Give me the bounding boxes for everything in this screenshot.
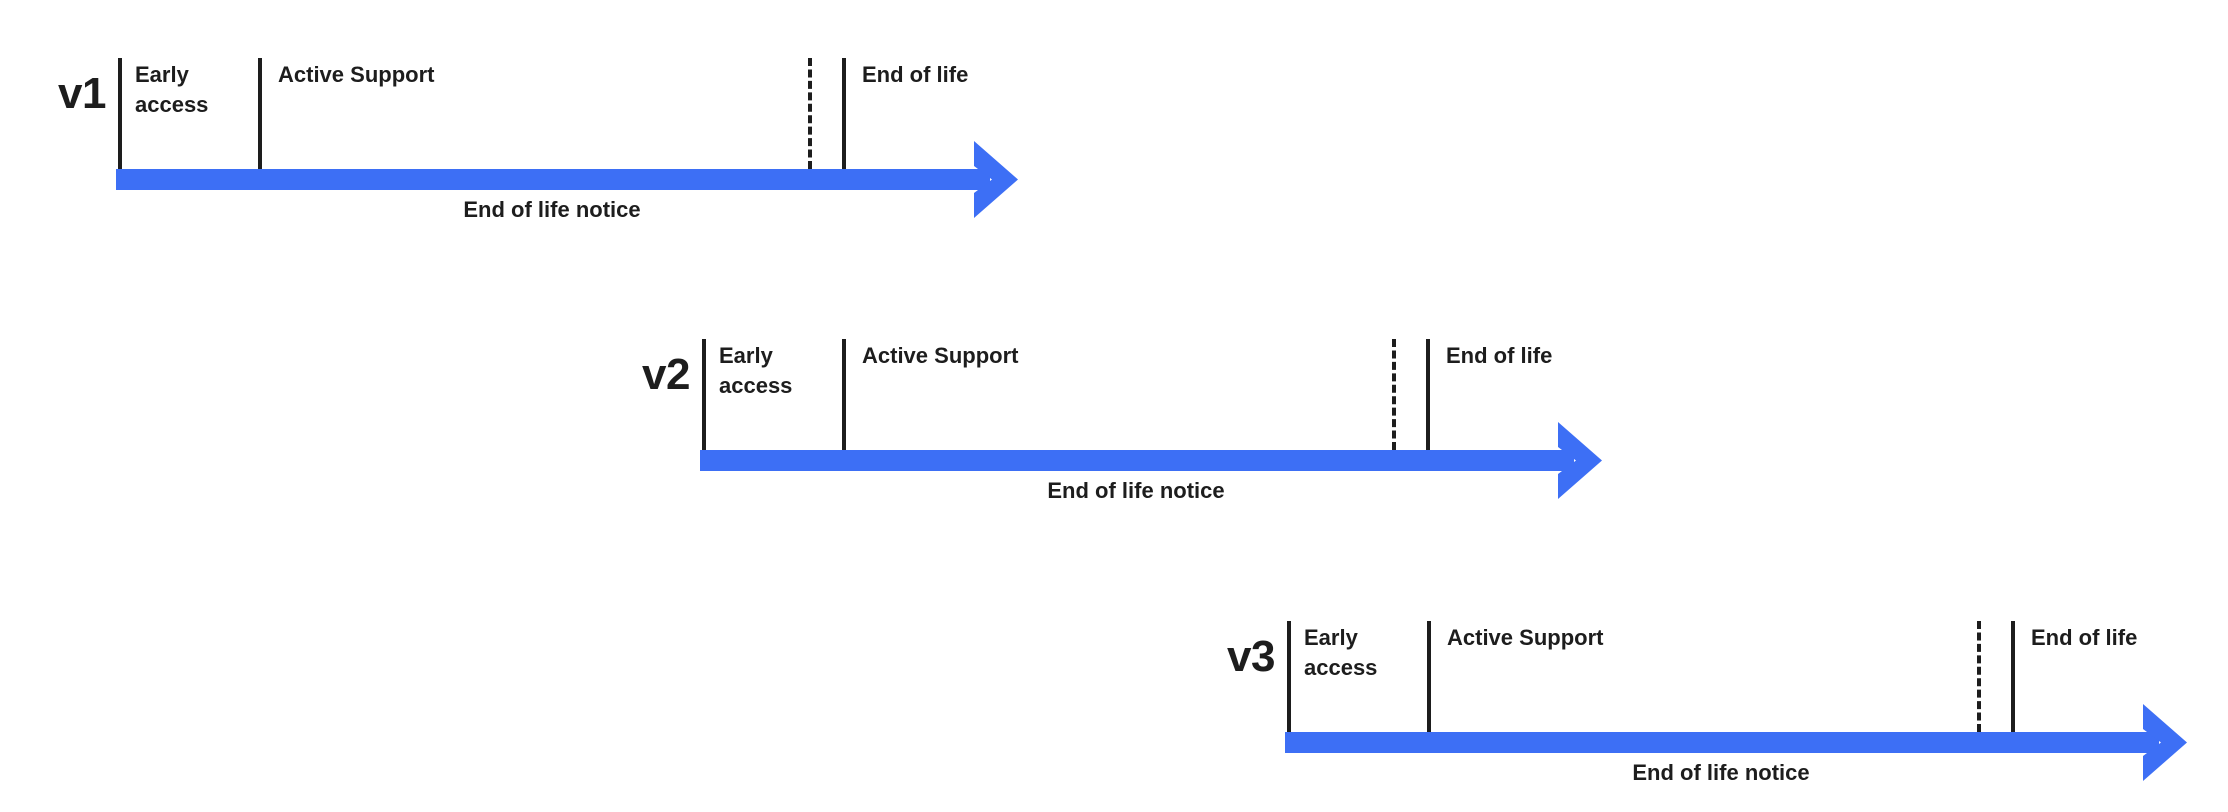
tick-end-of-life-notice-dashed (1977, 621, 1981, 732)
end-of-life-notice-label: End of life notice (463, 197, 641, 222)
lifecycle-arrow-track (1285, 732, 2159, 753)
tick-end-of-life-start (2011, 621, 2015, 732)
timeline-row-v1: v1 Early access Active Support End of li… (32, 20, 1132, 270)
tick-early-access-start (1287, 621, 1291, 732)
lifecycle-arrow-head-icon (970, 141, 1018, 218)
tick-end-of-life-notice-dashed (1392, 339, 1396, 450)
phase-label-active-support: Active Support (278, 62, 435, 87)
lifecycle-arrow-head-icon (1554, 422, 1602, 499)
version-label-v1: v1 (58, 69, 106, 118)
lifecycle-arrow-track (700, 450, 1574, 471)
version-label-v3: v3 (1227, 632, 1275, 681)
phase-label-end-of-life: End of life (1446, 343, 1553, 368)
phase-label-early-access: Early access (719, 343, 793, 398)
tick-end-of-life-notice-dashed (808, 58, 812, 169)
phase-label-end-of-life: End of life (862, 62, 969, 87)
tick-active-support-start (842, 339, 846, 450)
lifecycle-arrow-track (116, 169, 990, 190)
tick-active-support-start (258, 58, 262, 169)
version-label-v2: v2 (642, 350, 690, 399)
tick-end-of-life-start (842, 58, 846, 169)
phase-label-early-access: Early access (135, 62, 209, 117)
phase-label-early-access: Early access (1304, 625, 1378, 680)
tick-end-of-life-start (1426, 339, 1430, 450)
phase-label-active-support: Active Support (862, 343, 1019, 368)
phase-label-end-of-life: End of life (2031, 625, 2138, 650)
tick-early-access-start (118, 58, 122, 169)
timeline-row-v2: v2 Early access Active Support End of li… (616, 301, 1716, 551)
end-of-life-notice-label: End of life notice (1632, 760, 1810, 785)
tick-early-access-start (702, 339, 706, 450)
end-of-life-notice-label: End of life notice (1047, 478, 1225, 503)
lifecycle-arrow-head-icon (2139, 704, 2187, 781)
tick-active-support-start (1427, 621, 1431, 732)
timeline-row-v3: v3 Early access Active Support End of li… (1201, 583, 2228, 812)
phase-label-active-support: Active Support (1447, 625, 1604, 650)
